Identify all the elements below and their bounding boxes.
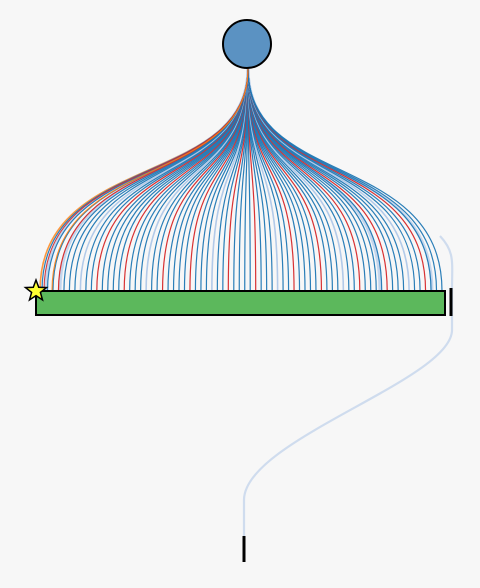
fan-link[interactable] bbox=[247, 67, 432, 292]
fan-link[interactable] bbox=[183, 67, 249, 292]
star-icon bbox=[23, 277, 49, 302]
root-node[interactable] bbox=[222, 19, 272, 69]
fan-link[interactable] bbox=[247, 67, 388, 292]
fan-link[interactable] bbox=[51, 67, 249, 292]
detached-link[interactable] bbox=[242, 235, 454, 536]
fan-link[interactable] bbox=[247, 67, 443, 292]
detached-link-group bbox=[242, 235, 454, 536]
fan-link[interactable] bbox=[247, 67, 312, 292]
bar-node[interactable] bbox=[35, 290, 446, 316]
links-group bbox=[39, 67, 443, 292]
